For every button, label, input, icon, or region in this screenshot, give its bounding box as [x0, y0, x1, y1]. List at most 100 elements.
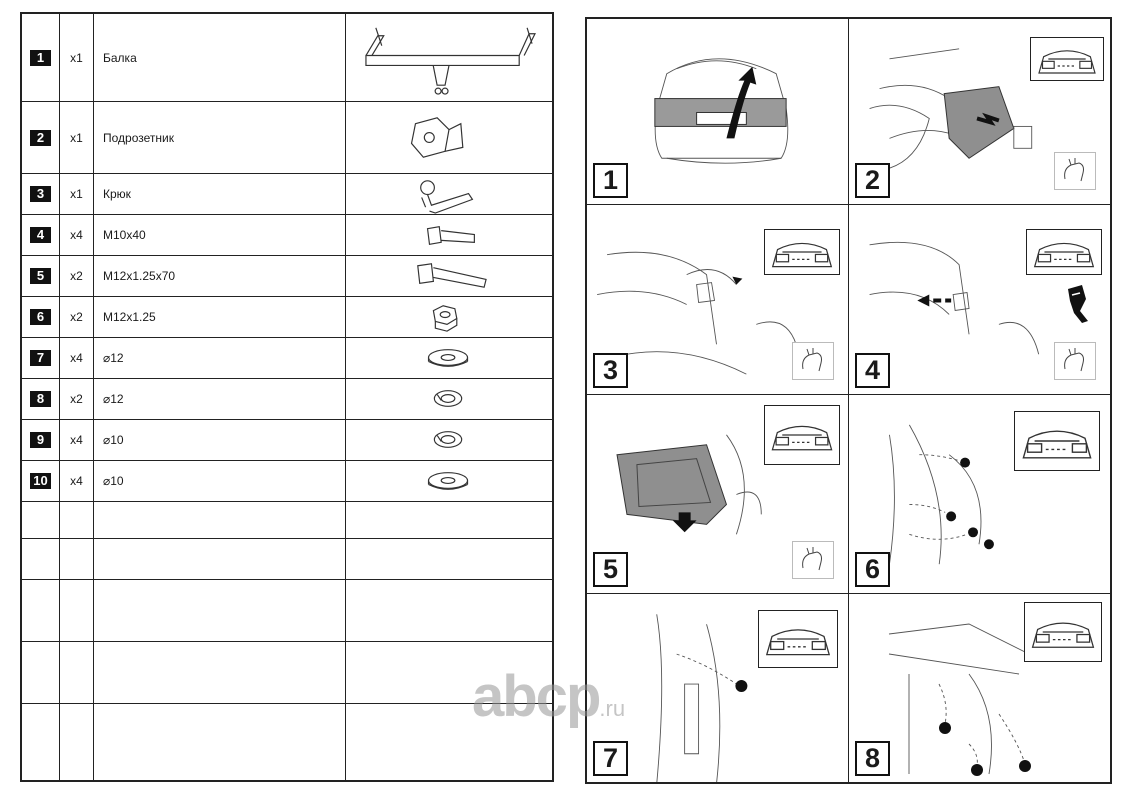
- step-number: 2: [855, 163, 890, 198]
- table-row: 10 x4 ⌀10: [22, 461, 552, 502]
- part-number: 3: [30, 186, 51, 202]
- quantity-cell: x2: [60, 256, 94, 296]
- hand-gesture-icon: [792, 342, 834, 380]
- part-name: M10x40: [103, 228, 146, 242]
- part-image-cell: [346, 174, 552, 214]
- part-name: ⌀10: [103, 433, 124, 447]
- part-number: 2: [30, 129, 51, 146]
- connector-plug-icon: [1060, 281, 1096, 323]
- hand-gesture-icon: [1054, 152, 1096, 190]
- step-illustration: [888, 623, 1031, 776]
- part-name-cell: Крюк: [94, 174, 346, 214]
- quantity-cell: x4: [60, 215, 94, 255]
- table-row: 1 x1 Балка: [22, 14, 552, 102]
- part-name-cell: [94, 580, 346, 641]
- hand-gesture-icon: [1054, 342, 1096, 380]
- part-number: 8: [30, 391, 51, 407]
- part-name: Подрозетник: [103, 130, 174, 145]
- part-number-cell: 8: [22, 379, 60, 419]
- car-rear-inset: [758, 610, 838, 668]
- table-row: [22, 642, 552, 704]
- spring-washer-icon: [433, 390, 463, 407]
- table-row: [22, 539, 552, 580]
- part-number: 7: [30, 350, 51, 366]
- quantity-cell: x4: [60, 461, 94, 501]
- part-number: 6: [30, 309, 51, 325]
- table-row: 7 x4 ⌀12: [22, 338, 552, 379]
- step-number: 4: [855, 353, 890, 388]
- part-image-cell: [346, 502, 552, 538]
- part-number-cell: 7: [22, 338, 60, 378]
- part-name: ⌀12: [103, 392, 124, 406]
- quantity-cell: x1: [60, 174, 94, 214]
- part-name: Балка: [103, 50, 137, 65]
- step-panel: 1: [587, 19, 849, 205]
- table-row: 8 x2 ⌀12: [22, 379, 552, 420]
- step-illustration: [869, 48, 1033, 169]
- watermark-suffix: .ru: [599, 696, 626, 721]
- part-image-cell: [346, 461, 552, 501]
- quantity-cell: x1: [60, 14, 94, 101]
- part-number-cell: 2: [22, 102, 60, 173]
- part-name-cell: M10x40: [94, 215, 346, 255]
- part-image-cell: [346, 297, 552, 337]
- socket-bracket-icon: [410, 117, 464, 158]
- part-quantity: x1: [70, 50, 83, 65]
- part-quantity: x2: [70, 392, 83, 406]
- flat-washer-icon: [427, 349, 469, 367]
- part-number: 4: [30, 227, 51, 243]
- part-name-cell: [94, 539, 346, 579]
- step-number: 7: [593, 741, 628, 776]
- bolt-icon: [426, 226, 475, 245]
- car-rear-icon: [1031, 622, 1095, 648]
- watermark: abcp.ru: [472, 663, 625, 730]
- part-image-cell: [346, 539, 552, 579]
- step-panel: 3: [587, 205, 849, 395]
- part-quantity: x4: [70, 351, 83, 365]
- towbar-beam-icon: [365, 27, 536, 95]
- part-number: 1: [30, 49, 51, 66]
- car-rear-icon: [1033, 242, 1095, 268]
- part-name-cell: [94, 502, 346, 538]
- part-name-cell: [94, 642, 346, 703]
- part-image-cell: [346, 102, 552, 173]
- part-number-cell: [22, 580, 60, 641]
- quantity-cell: [60, 704, 94, 782]
- car-rear-inset: [1030, 37, 1104, 81]
- car-rear-inset: [764, 405, 840, 465]
- hand-gesture-icon: [792, 541, 834, 579]
- part-number: 10: [30, 473, 51, 489]
- quantity-cell: [60, 642, 94, 703]
- part-number-cell: [22, 704, 60, 782]
- part-image-cell: [346, 215, 552, 255]
- step-illustration: [656, 614, 748, 782]
- part-number-cell: 5: [22, 256, 60, 296]
- part-image-cell: [346, 14, 552, 101]
- table-row: [22, 502, 552, 539]
- part-name: ⌀10: [103, 474, 124, 488]
- watermark-main: abcp: [472, 664, 601, 729]
- part-name-cell: M12x1.25x70: [94, 256, 346, 296]
- long-bolt-icon: [417, 263, 487, 288]
- part-image-cell: [346, 420, 552, 460]
- part-number-cell: 6: [22, 297, 60, 337]
- part-name-cell: Балка: [94, 14, 346, 101]
- part-image-cell: [346, 580, 552, 641]
- car-rear-icon: [771, 242, 833, 268]
- part-image-cell: [346, 379, 552, 419]
- part-quantity: x4: [70, 474, 83, 488]
- step-panel: 8: [849, 594, 1110, 782]
- spring-washer-icon: [433, 431, 463, 448]
- step-number: 6: [855, 552, 890, 587]
- part-number-cell: 10: [22, 461, 60, 501]
- part-name-cell: ⌀12: [94, 338, 346, 378]
- part-quantity: x2: [70, 310, 83, 324]
- table-row: [22, 704, 552, 782]
- part-number-cell: [22, 539, 60, 579]
